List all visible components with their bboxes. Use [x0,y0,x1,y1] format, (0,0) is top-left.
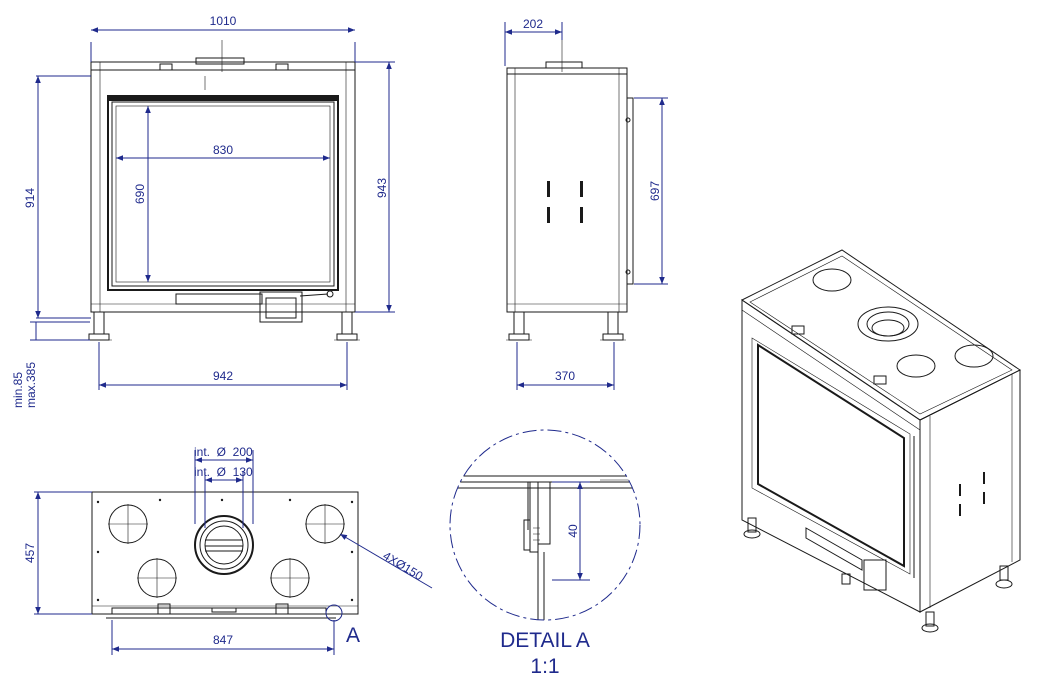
dim-holes-150: 4XØ150 [380,549,425,584]
side-dimensions: 202 697 370 [504,17,668,390]
detail-a: 40 DETAIL A 1:1 [449,429,641,678]
flue-collar [194,515,254,575]
hole-br [270,558,310,598]
top-view: A [91,491,360,647]
dim-door-697: 697 [648,181,662,201]
isometric-view [741,249,1021,633]
dim-window-width: 830 [213,143,233,157]
front-view [86,40,360,341]
dim-detail-40: 40 [566,524,580,538]
dim-height-914: 914 [23,188,37,208]
hole-bl [137,558,177,598]
dim-height-943: 943 [375,178,389,198]
dim-width-847: 847 [213,633,233,647]
side-view [506,40,634,341]
hole-tr [305,504,345,544]
detail-title: DETAIL A [500,629,590,652]
dim-leg-min: min.85 [11,372,25,408]
dim-flue-200: int. Ø 200 [194,445,253,459]
dim-feet-942: 942 [213,369,233,383]
dim-flue-202: 202 [523,17,543,31]
screw-dots [96,498,354,602]
dim-flue-130: int. Ø 130 [194,465,253,479]
detail-scale: 1:1 [530,655,559,678]
dim-depth-370: 370 [555,369,575,383]
dim-leg-max: max.385 [24,362,38,408]
detail-marker-a: A [346,624,360,647]
dim-window-height: 690 [133,184,147,204]
dim-width-1010: 1010 [210,14,237,28]
front-dimensions: 1010 830 690 914 943 942 min.85 max.385 [11,14,395,408]
hole-tl [108,504,148,544]
top-dimensions: int. Ø 200 int. Ø 130 457 847 4XØ150 [23,445,433,655]
dim-depth-457: 457 [23,543,37,563]
